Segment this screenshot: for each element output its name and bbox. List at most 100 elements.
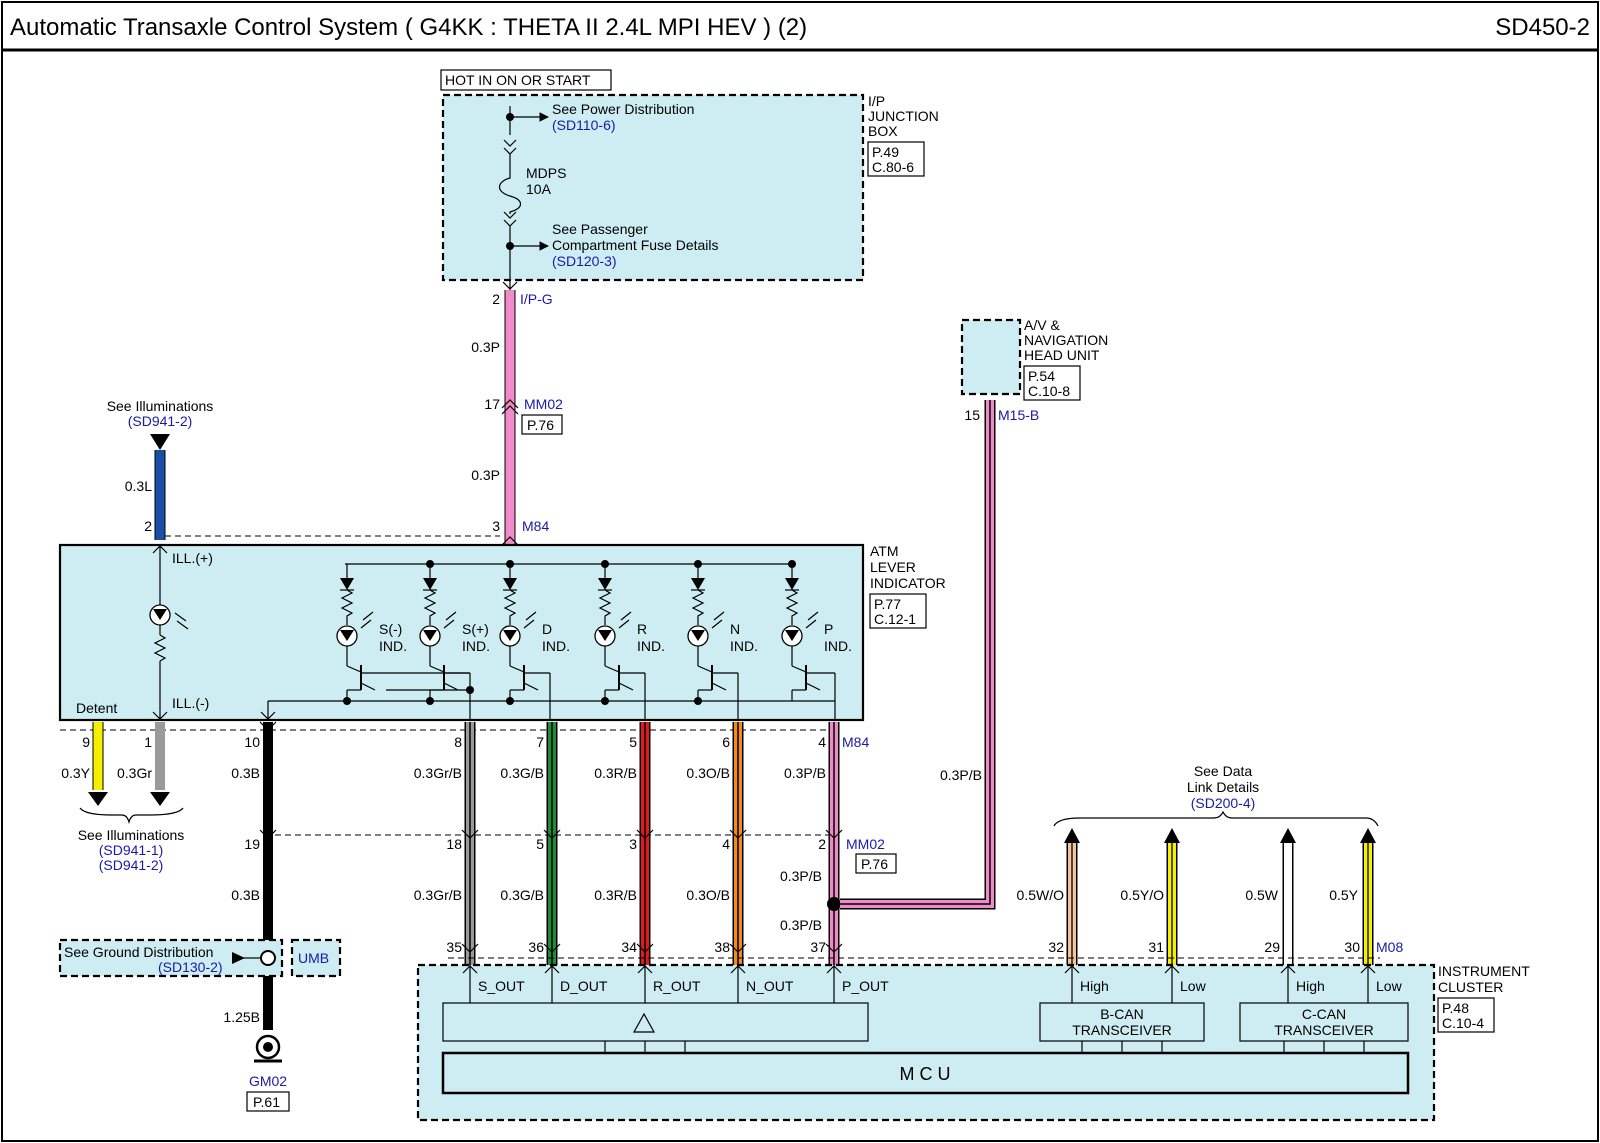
svg-text:5: 5 (629, 734, 637, 750)
svg-text:0.3Gr/B: 0.3Gr/B (414, 887, 462, 903)
svg-text:M08: M08 (1376, 939, 1403, 955)
svg-text:8: 8 (454, 734, 462, 750)
output-label: S_OUT (478, 978, 525, 994)
ccan-transceiver (1239, 1002, 1409, 1042)
svg-text:0.3R/B: 0.3R/B (594, 765, 637, 781)
ground-splice (260, 950, 276, 966)
svg-text:INDICATOR: INDICATOR (870, 575, 946, 591)
av-unit-box (960, 318, 1022, 396)
svg-text:0.3Gr/B: 0.3Gr/B (414, 765, 462, 781)
indicator-label: D (542, 621, 552, 637)
cluster-pin: 30 (1344, 939, 1360, 955)
svg-text:(SD200-4): (SD200-4) (1191, 795, 1256, 811)
page-title: Automatic Transaxle Control System ( G4K… (10, 14, 807, 41)
svg-text:3: 3 (629, 836, 637, 852)
svg-text:TRANSCEIVER: TRANSCEIVER (1274, 1022, 1374, 1038)
pink-wire-group: 0.3P 17 MM02 P.76 0.3P 3 M84 (471, 290, 563, 546)
svg-text:(SD941-1): (SD941-1) (99, 842, 164, 858)
indicator-label: R (637, 621, 647, 637)
svg-text:BOX: BOX (868, 123, 898, 139)
svg-text:(SD941-2): (SD941-2) (99, 857, 164, 873)
indicator-label: N (730, 621, 740, 637)
bcan-transceiver (1039, 1002, 1205, 1042)
svg-text:0.3L: 0.3L (125, 478, 152, 494)
indicator-label: IND. (462, 638, 490, 654)
umb-box (290, 938, 342, 978)
svg-text:19: 19 (244, 836, 260, 852)
svg-text:(SD130-2): (SD130-2) (158, 959, 223, 975)
svg-text:LEVER: LEVER (870, 559, 916, 575)
svg-text:NAVIGATION: NAVIGATION (1024, 332, 1108, 348)
svg-text:JUNCTION: JUNCTION (868, 108, 939, 124)
hot-label-box: HOT IN ON OR START (440, 69, 612, 91)
signal-wire: 40.3P/B2 (784, 722, 843, 965)
svg-text:9: 9 (82, 734, 90, 750)
junction-box: HOT IN ON OR START I/P JUNCTION BOX P.49… (440, 69, 939, 307)
svg-text:MM02: MM02 (846, 836, 885, 852)
mcu-block (441, 1051, 1410, 1095)
svg-text:18: 18 (446, 836, 462, 852)
atm-outline (58, 543, 865, 722)
svg-text:0.3R/B: 0.3R/B (594, 887, 637, 903)
cluster-pin: 31 (1148, 939, 1164, 955)
svg-text:0.5Y/O: 0.5Y/O (1120, 887, 1164, 903)
svg-text:M C U: M C U (900, 1064, 951, 1084)
indicator-label: IND. (730, 638, 758, 654)
indicator-label: P (824, 621, 833, 637)
svg-text:M15-B: M15-B (998, 407, 1039, 423)
svg-text:MM02: MM02 (524, 396, 563, 412)
svg-text:See Ground Distribution: See Ground Distribution (64, 944, 213, 960)
svg-text:ILL.(-): ILL.(-) (172, 695, 209, 711)
svg-text:MDPS: MDPS (526, 165, 566, 181)
svg-text:Link Details: Link Details (1187, 779, 1259, 795)
can-pin-label: High (1296, 978, 1325, 994)
svg-text:2: 2 (818, 836, 826, 852)
svg-text:C.80-6: C.80-6 (872, 159, 914, 175)
svg-text:I/P-G: I/P-G (520, 291, 553, 307)
cluster-pin: 37 (810, 939, 826, 955)
svg-text:10: 10 (244, 734, 260, 750)
can-wire (1164, 828, 1180, 965)
indicator-label: IND. (637, 638, 665, 654)
svg-text:M84: M84 (522, 518, 549, 534)
lower-harness: 9 0.3Y 1 0.3Gr See Illuminations (SD941-… (58, 721, 897, 1112)
indicator-label: S(+) (462, 621, 489, 637)
svg-text:P.77: P.77 (874, 596, 901, 612)
av-head-unit: A/V & NAVIGATION HEAD UNIT P.54 C.10-8 1… (840, 317, 1108, 910)
can-wire (1280, 828, 1296, 965)
atm-lever-indicator: ATM LEVER INDICATOR P.77 C.12-1 ILL.(+) … (58, 543, 946, 722)
svg-text:(SD110-6): (SD110-6) (552, 117, 616, 133)
svg-text:2: 2 (492, 291, 500, 307)
svg-text:TRANSCEIVER: TRANSCEIVER (1072, 1022, 1172, 1038)
svg-text:See Power Distribution: See Power Distribution (552, 101, 694, 117)
svg-text:Compartment Fuse Details: Compartment Fuse Details (552, 237, 719, 253)
signal-wire: 70.3G/B50.3G/B (500, 722, 561, 965)
cluster-pin: 34 (621, 939, 637, 955)
svg-text:ILL.(+): ILL.(+) (172, 550, 213, 566)
can-pin-label: Low (1376, 978, 1403, 994)
svg-text:0.5W/O: 0.5W/O (1017, 887, 1065, 903)
indicator-label: S(-) (379, 621, 402, 637)
svg-text:0.3P/B: 0.3P/B (784, 765, 826, 781)
svg-text:P.54: P.54 (1028, 368, 1055, 384)
svg-text:HOT IN ON OR START: HOT IN ON OR START (445, 72, 591, 88)
data-link: See Data Link Details (SD200-4) 0.5W/O 0… (1017, 763, 1379, 965)
svg-text:0.3B: 0.3B (231, 887, 260, 903)
svg-text:0.3O/B: 0.3O/B (686, 887, 730, 903)
svg-text:(SD120-3): (SD120-3) (552, 253, 617, 269)
svg-text:4: 4 (722, 836, 730, 852)
indicator-label: IND. (379, 638, 407, 654)
svg-text:0.3P: 0.3P (471, 339, 500, 355)
svg-text:INSTRUMENT: INSTRUMENT (1438, 963, 1530, 979)
ground-name: GM02 (249, 1073, 287, 1089)
svg-text:C.10-4: C.10-4 (1442, 1015, 1484, 1031)
svg-text:0.3Gr: 0.3Gr (117, 765, 152, 781)
svg-text:3: 3 (492, 518, 500, 534)
can-pin-label: High (1080, 978, 1109, 994)
svg-text:See Illuminations: See Illuminations (78, 827, 185, 843)
junction-box-outline (441, 93, 865, 282)
svg-text:P.76: P.76 (861, 856, 888, 872)
